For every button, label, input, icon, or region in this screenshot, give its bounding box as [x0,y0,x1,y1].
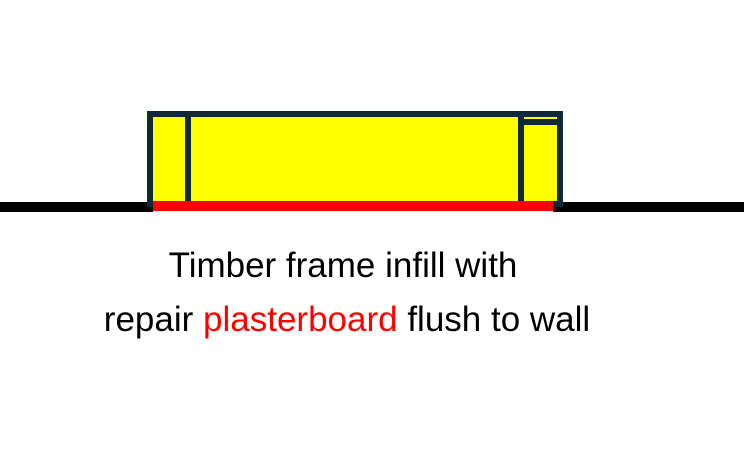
caption-line-2-after: flush to wall [397,300,591,339]
timber-top-edge [147,111,559,117]
timber-step-edge [522,119,560,125]
caption-line-1-text: Timber frame infill with [168,246,518,285]
caption-plasterboard-highlight: plasterboard [203,300,398,339]
wall-line-right [553,202,744,212]
caption-line-2-before: repair [103,300,204,339]
timber-stud-left [185,116,191,204]
caption-line-2: repair plasterboard flush to wall [0,300,719,340]
timber-infill-block [147,111,563,207]
caption-line-1: Timber frame infill with [0,246,715,286]
plasterboard-line [153,201,553,211]
wall-line-left [0,202,153,212]
timber-stud-right [518,116,524,204]
